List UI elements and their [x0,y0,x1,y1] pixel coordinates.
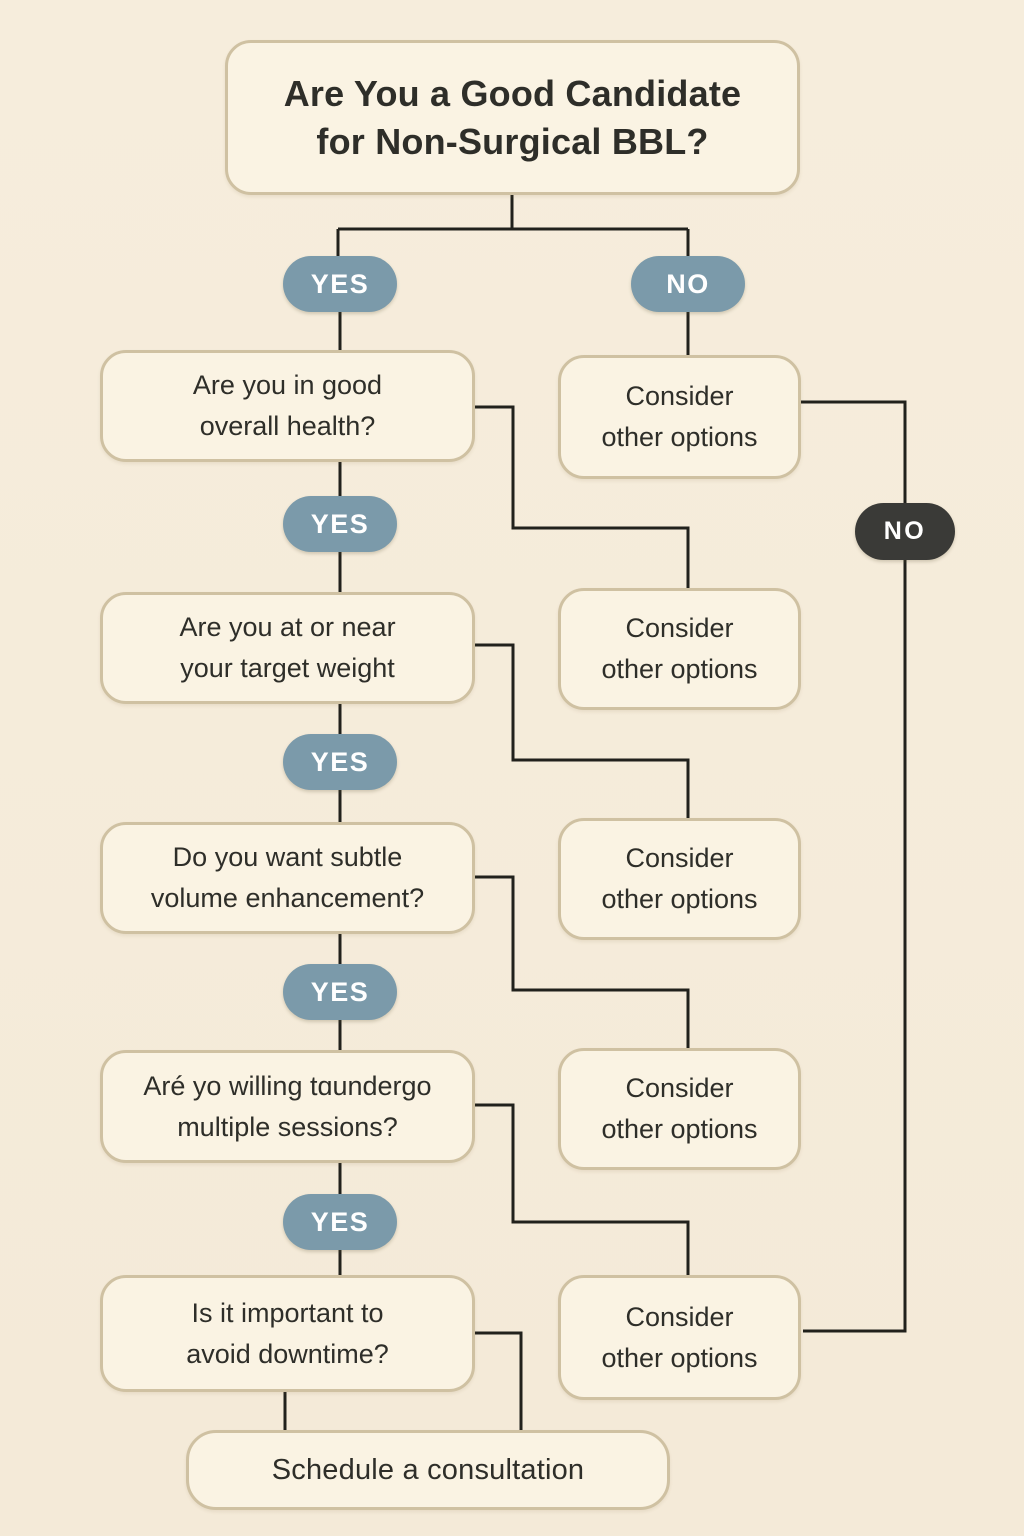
yes-pill-1: YES [283,256,397,312]
question-volume-line1: Do you want subtle [172,842,403,872]
consider-5-line1: Consider [625,1301,734,1332]
yes-pill-3: YES [283,734,397,790]
consider-box-1: Consider other options [558,355,801,479]
consider-box-5: Consider other options [558,1275,801,1400]
question-weight-line2: your target weight [180,653,395,683]
question-box-volume: Do you want subtle volume enhancement? [100,822,475,934]
consider-4-line2: other options [601,1114,758,1144]
question-volume-line2: volume enhancement? [150,883,425,913]
consider-5-line2: other options [601,1342,758,1373]
question-health-line1: Are you in good [192,370,383,400]
yes-pill-4: YES [283,964,397,1020]
consider-box-4: Consider other options [558,1048,801,1170]
question-downtime-line1: Is it important to [191,1297,384,1328]
consider-1-line2: other options [601,422,758,452]
question-health-line2: overall health? [199,411,376,441]
yes-pill-2: YES [283,496,397,552]
consider-box-3: Consider other options [558,818,801,940]
question-sessions-line2: multiple sessions? [177,1111,398,1142]
consider-1-line1: Consider [625,381,734,411]
no-pill-top: NO [631,256,745,312]
question-box-downtime: Is it important to avoid downtime? [100,1275,475,1392]
consider-3-line1: Consider [625,843,734,873]
question-downtime-line2: avoid downtime? [186,1338,389,1369]
connector-q4-c5 [475,1103,690,1275]
question-box-weight: Are you at or near your target weight [100,592,475,704]
consider-2-line1: Consider [625,613,734,643]
no-pill-rail: NO [855,503,955,560]
result-label: Schedule a consultation [271,1453,585,1486]
question-sessions-line1: Aré yo willing tɑundergo [143,1070,432,1101]
question-box-sessions: Aré yo willing tɑundergo multiple sessio… [100,1050,475,1163]
consider-2-line2: other options [601,654,758,684]
consider-3-line2: other options [601,884,758,914]
yes-pill-5: YES [283,1194,397,1250]
connector-q3-c4 [475,875,690,1048]
consider-4-line1: Consider [625,1073,734,1103]
consider-box-2: Consider other options [558,588,801,710]
root-question-box: Are You a Good Candidate for Non-Surgica… [225,40,800,195]
connector-q1-c2 [475,405,690,588]
connector-q2-c3 [475,643,690,818]
question-box-health: Are you in good overall health? [100,350,475,462]
root-question-line1: Are You a Good Candidate [283,72,742,114]
question-weight-line1: Are you at or near [179,612,396,642]
connector-q5-result-right [475,1331,523,1430]
connector-no-rail [801,400,907,1333]
root-question-line2: for Non-Surgical BBL? [316,120,709,162]
result-box-consultation: Schedule a consultation [186,1430,670,1510]
